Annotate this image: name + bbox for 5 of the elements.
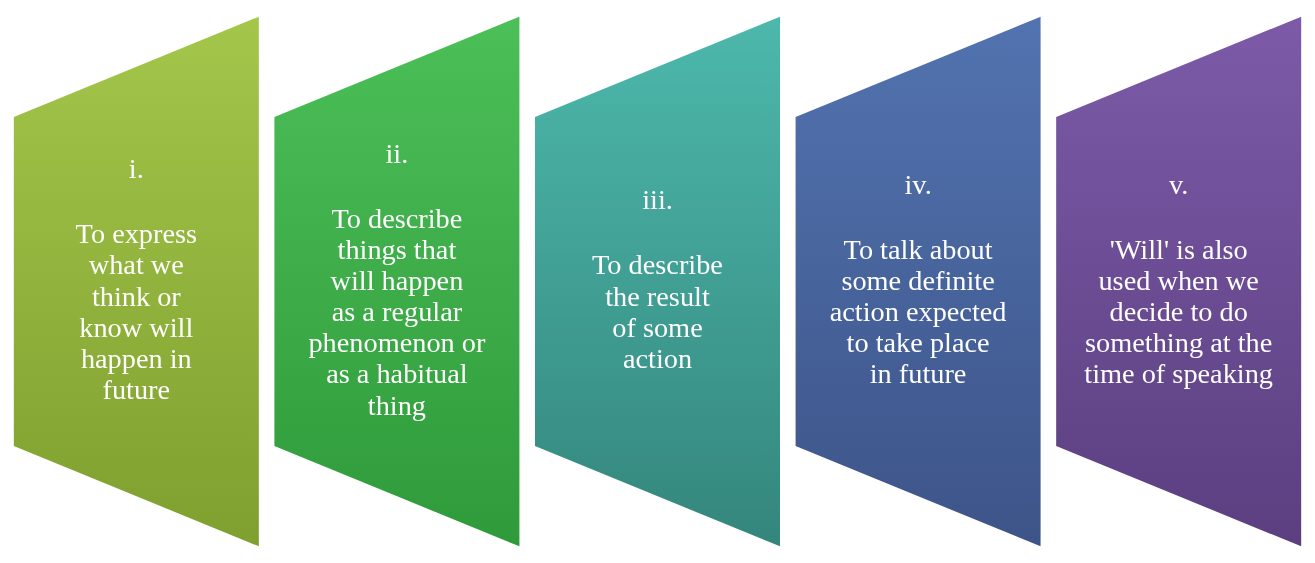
node-box: i. To express what we think or know will happen in future [13,16,259,547]
node-box: iv. To talk about some definite action expected to take place in future [795,16,1041,547]
node-box: v. 'Will' is also used when we decide to do something at the time of speaking [1056,16,1302,547]
node-box: iii. To describe the result of some action [535,16,780,547]
node-box: ii. To describe things that will happen as a regular phenomenon or as a habitual thing [274,16,520,547]
